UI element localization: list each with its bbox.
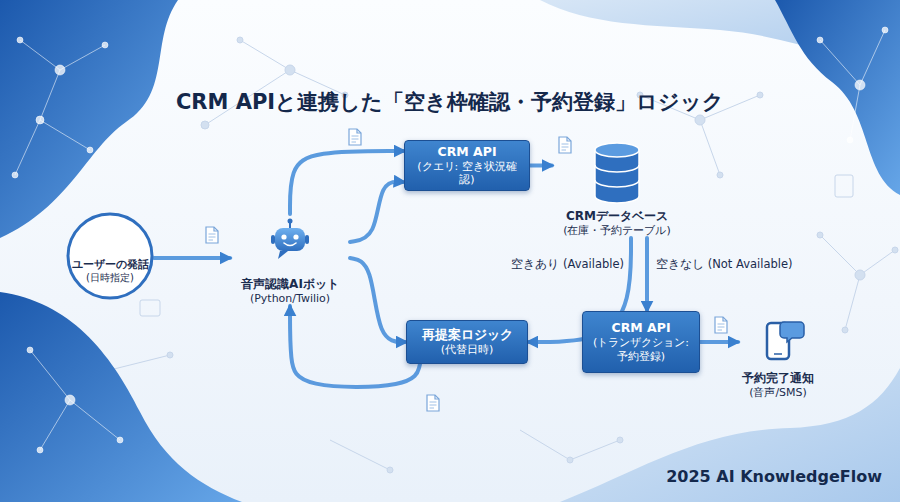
process-box: CRM API(トランザクション: 予約登録)	[582, 311, 700, 373]
node-subtext: (代替日時)	[441, 343, 494, 357]
process-box: 再提案ロジック(代替日時)	[406, 320, 528, 364]
node-heading: CRM API	[437, 144, 496, 160]
robot-icon	[271, 219, 309, 260]
watermark-text: 2025 AI KnowledgeFlow	[666, 467, 882, 486]
flow-arrow	[700, 340, 738, 344]
flow-arrow	[645, 238, 649, 311]
node-heading: CRM API	[611, 320, 670, 336]
node-heading: CRMデータベース	[566, 209, 668, 224]
node-subtext: (在庫・予約テーブル)	[563, 224, 671, 238]
node-heading: ユーザーの発話	[72, 258, 149, 271]
edge-label: 空きあり (Available)	[504, 257, 624, 272]
flow-arrow	[350, 182, 404, 242]
node-subtext: (クエリ: 空き状況確認)	[410, 160, 524, 188]
flow-arrow	[530, 164, 552, 168]
node-heading: 再提案ロジック	[422, 327, 513, 343]
circle-outline	[66, 212, 154, 300]
notification-node: 予約完了通知(音声/SMS)	[738, 318, 818, 400]
node-subtext: (日時指定)	[86, 272, 134, 285]
speech-circle: ユーザーの発話(日時指定)	[66, 212, 154, 300]
node-heading: 予約完了通知	[742, 371, 814, 386]
node-subtext: (トランザクション: 予約登録)	[588, 336, 694, 364]
flow-arrow	[350, 258, 406, 342]
node-subtext: (音声/SMS)	[749, 386, 807, 400]
phone-icon	[767, 322, 804, 359]
flow-arrow	[290, 151, 404, 214]
process-box: CRM API(クエリ: 空き状況確認)	[404, 140, 530, 191]
circle-border	[68, 214, 152, 298]
flow-arrow	[290, 306, 420, 387]
node-subtext: (Python/Twilio)	[250, 292, 330, 306]
diagram-title: CRM APIと連携した「空き枠確認・予約登録」ロジック	[0, 88, 900, 116]
flow-arrow	[154, 256, 230, 260]
edge-label: 空きなし (Not Available)	[656, 257, 806, 272]
bot-node: 音声認識AIボット(Python/Twilio)	[230, 214, 350, 306]
database-node: CRMデータベース(在庫・予約テーブル)	[552, 142, 682, 238]
database-icon	[595, 143, 639, 203]
document-icons	[206, 129, 727, 411]
node-heading: 音声認識AIボット	[241, 277, 339, 292]
